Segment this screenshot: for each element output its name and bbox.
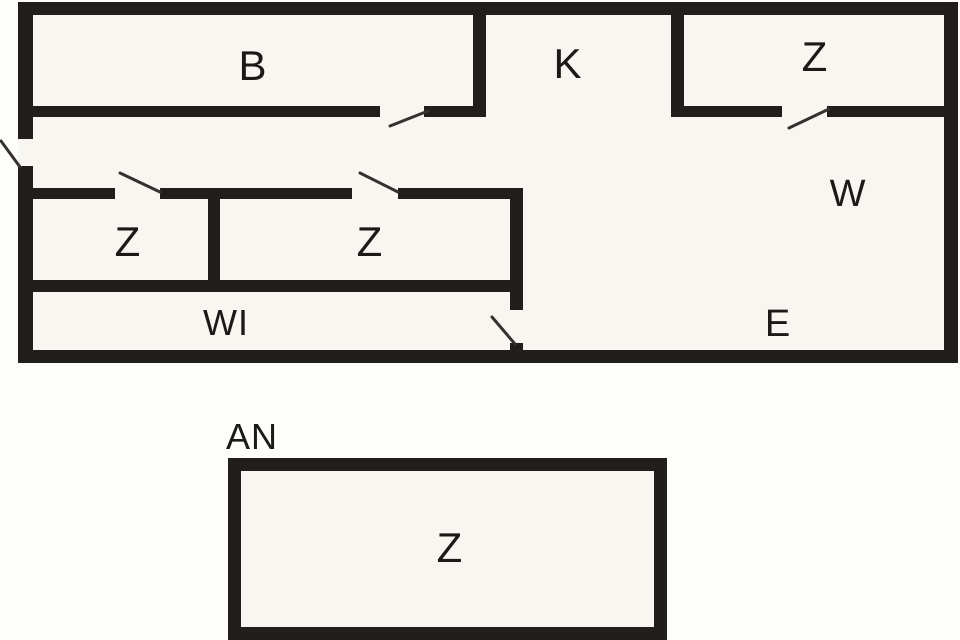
room-label-w-hall: W <box>829 173 867 215</box>
room-label-z-middle: Z <box>356 218 384 265</box>
room-label-z-top-right: Z <box>801 33 829 80</box>
outer-wall-bottom <box>18 350 958 363</box>
outer-wall-top <box>18 2 958 15</box>
wall-between-z-left-and-z-middle <box>208 199 220 292</box>
room-b-bottom-wall-right <box>424 106 486 117</box>
room-z-top-right-bottom-wall-left <box>684 106 782 117</box>
room-label-z-annex: Z <box>436 524 464 571</box>
room-z-top-right-bottom-wall-right <box>827 106 944 117</box>
left-block-right-wall-upper <box>510 188 523 310</box>
left-block-right-wall-lower <box>510 343 523 363</box>
outer-wall-left-upper <box>18 2 33 139</box>
room-b-bottom-wall-left <box>33 106 380 117</box>
room-label-k: K <box>553 40 583 87</box>
main-floor-area <box>18 2 958 363</box>
room-label-wi-corridor: WI <box>203 302 249 343</box>
annex-outline <box>228 458 667 640</box>
z-rooms-top-wall-seg1 <box>33 188 115 199</box>
z-rooms-top-wall-seg3 <box>398 188 510 199</box>
wall-between-b-and-k <box>473 15 486 117</box>
room-label-e-area: E <box>764 303 792 345</box>
room-label-z-left: Z <box>114 218 142 265</box>
outer-wall-right <box>944 2 958 363</box>
room-label-b: B <box>238 42 268 89</box>
outer-wall-left-lower <box>18 166 33 363</box>
wi-corridor-top-wall <box>33 280 510 292</box>
wall-between-k-and-z <box>671 15 684 117</box>
z-rooms-top-wall-seg2 <box>160 188 352 199</box>
annex-title-label: AN <box>225 416 279 457</box>
